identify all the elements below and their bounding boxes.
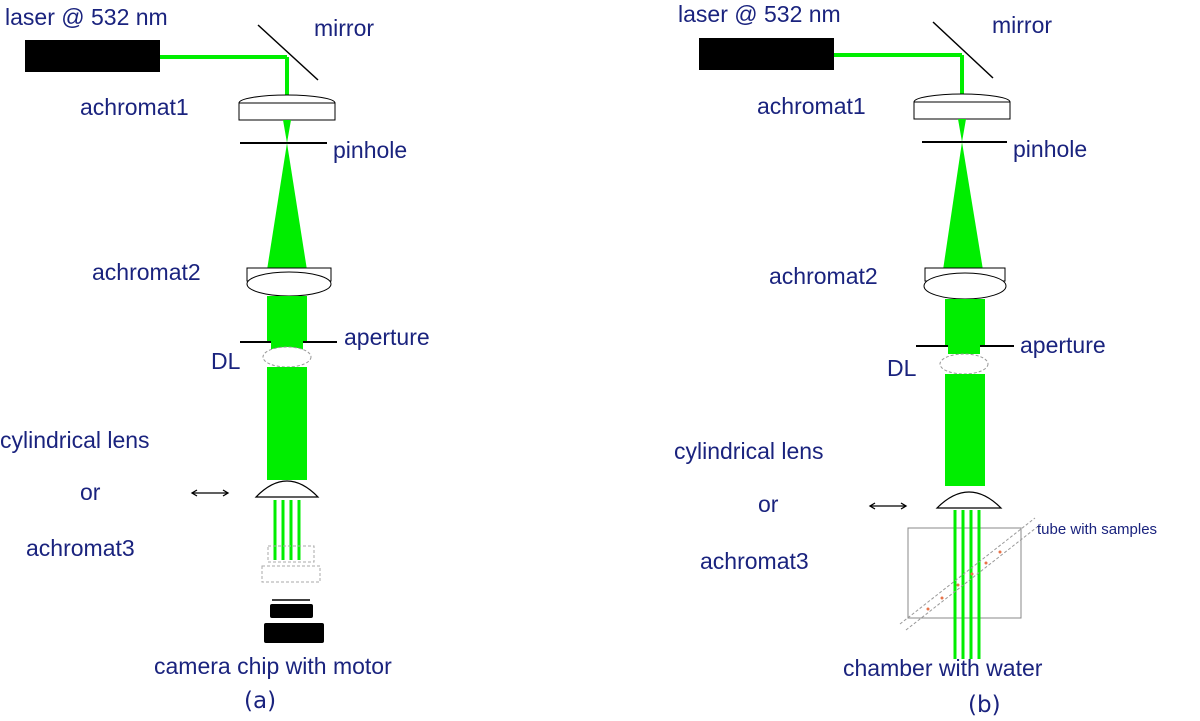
panel-b: laser @ 532 nm mirror achromat1 pinhole … bbox=[674, 1, 1157, 718]
beam-focus bbox=[958, 119, 966, 142]
achromat1-label: achromat1 bbox=[757, 93, 866, 119]
aperture-label: aperture bbox=[344, 324, 430, 350]
mirror-label: mirror bbox=[992, 12, 1052, 38]
dl-label: DL bbox=[211, 348, 241, 374]
dl-lens bbox=[939, 353, 989, 375]
double-arrow bbox=[868, 502, 908, 510]
tube-label: tube with samples bbox=[1037, 521, 1157, 538]
achromat2-label: achromat2 bbox=[769, 263, 878, 289]
aperture-label: aperture bbox=[1020, 332, 1106, 358]
cylindrical-lens-label: cylindrical lens bbox=[0, 427, 150, 453]
cylindrical-lens bbox=[254, 480, 320, 498]
caption-a: (a) bbox=[244, 688, 276, 714]
cylindrical-lens-label: cylindrical lens bbox=[674, 438, 824, 464]
ghost-part-2 bbox=[261, 565, 321, 583]
ghost-part-1 bbox=[267, 545, 315, 563]
mirror bbox=[257, 24, 319, 81]
camera-motor bbox=[264, 623, 324, 643]
beam-after-dl bbox=[945, 374, 985, 486]
sample-tube bbox=[899, 517, 1042, 631]
mirror bbox=[932, 21, 994, 79]
beam-aperture bbox=[948, 346, 980, 354]
dl-label: DL bbox=[887, 355, 917, 381]
achromat1-lens bbox=[238, 94, 336, 121]
cylindrical-lens bbox=[935, 491, 1003, 509]
caption-b: (b) bbox=[968, 692, 1001, 718]
beam-collimated bbox=[267, 296, 307, 342]
laser-source bbox=[25, 40, 160, 72]
dl-lens bbox=[262, 346, 312, 368]
laser-source bbox=[699, 38, 834, 70]
pinhole-label: pinhole bbox=[333, 137, 407, 163]
samples bbox=[926, 550, 1002, 611]
beamlets bbox=[953, 510, 981, 659]
achromat1-label: achromat1 bbox=[80, 94, 189, 120]
chamber-label: chamber with water bbox=[843, 655, 1043, 681]
pinhole-label: pinhole bbox=[1013, 136, 1087, 162]
achromat2-label: achromat2 bbox=[92, 259, 201, 285]
laser-label: laser @ 532 nm bbox=[678, 1, 841, 27]
beam-after-dl bbox=[267, 367, 307, 480]
or-label: or bbox=[758, 491, 779, 517]
achromat2-lens bbox=[923, 267, 1007, 300]
achromat3-label: achromat3 bbox=[700, 548, 809, 574]
achromat1-lens bbox=[913, 93, 1011, 120]
beam-expanding bbox=[943, 142, 983, 270]
panel-a: laser @ 532 nm mirror achromat1 pinhole … bbox=[0, 4, 430, 714]
or-label: or bbox=[80, 479, 101, 505]
mirror-label: mirror bbox=[314, 15, 374, 41]
camera-label: camera chip with motor bbox=[154, 653, 392, 679]
beam-collimated bbox=[945, 299, 985, 346]
beam-focus bbox=[283, 120, 291, 143]
achromat2-lens bbox=[246, 267, 332, 297]
achromat3-label: achromat3 bbox=[26, 535, 135, 561]
camera-chip bbox=[270, 604, 313, 618]
beam-aperture bbox=[271, 342, 303, 350]
beamlets bbox=[273, 500, 301, 560]
beam-expanding bbox=[267, 143, 307, 270]
double-arrow bbox=[190, 489, 230, 497]
laser-label: laser @ 532 nm bbox=[5, 4, 168, 30]
